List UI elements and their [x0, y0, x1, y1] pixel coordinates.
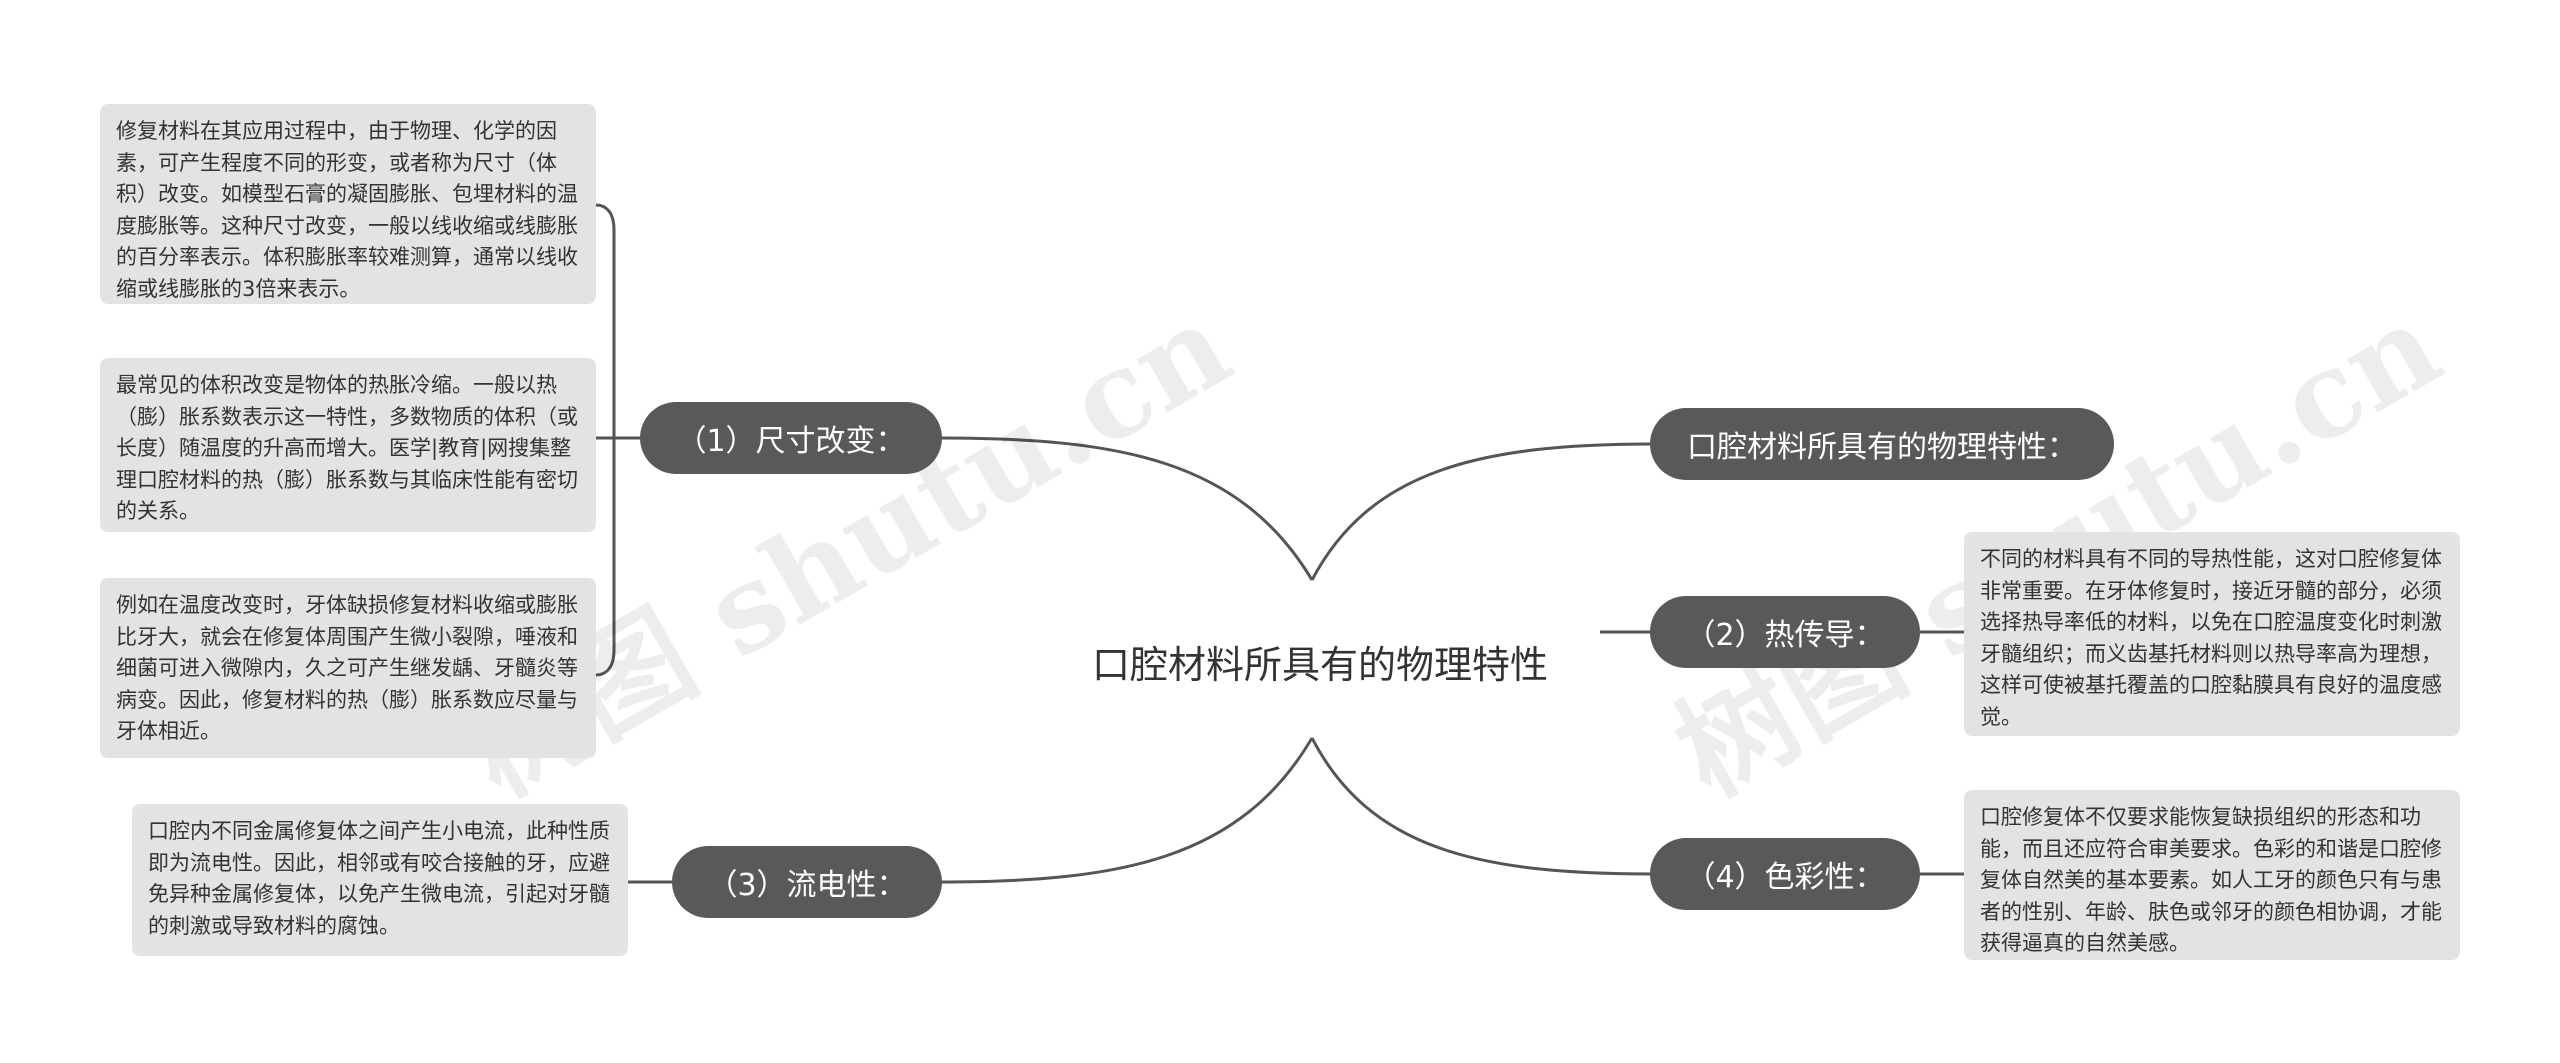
link-center-size [939, 436, 1314, 581]
branch-intro-label: 口腔材料所具有的物理特性： [1687, 430, 2077, 465]
branch-size-change-label: （1）尺寸改变： [676, 424, 906, 459]
note-heat-1[interactable]: 不同的材料具有不同的导热性能，这对口腔修复体非常重要。在牙体修复时，接近牙髓的部… [1964, 532, 2460, 736]
branch-galvanism-label: （3）流电性： [707, 868, 907, 903]
link-center-color [1310, 737, 1655, 876]
note-color-1[interactable]: 口腔修复体不仅要求能恢复缺损组织的形态和功能，而且还应符合审美要求。色彩的和谐是… [1964, 790, 2460, 960]
branch-heat-conduction-label: （2）热传导： [1685, 618, 1885, 653]
branch-size-change[interactable]: （1）尺寸改变： [640, 402, 942, 474]
link-center-intro [1310, 442, 1655, 581]
note-galvanism-1[interactable]: 口腔内不同金属修复体之间产生小电流，此种性质即为流电性。因此，相邻或有咬合接触的… [132, 804, 628, 956]
branch-intro[interactable]: 口腔材料所具有的物理特性： [1650, 408, 2114, 480]
branch-galvanism[interactable]: （3）流电性： [672, 846, 942, 918]
note-size-3[interactable]: 例如在温度改变时，牙体缺损修复材料收缩或膨胀比牙大，就会在修复体周围产生微小裂隙… [100, 578, 596, 758]
link-center-flow [939, 737, 1314, 884]
note-size-1[interactable]: 修复材料在其应用过程中，由于物理、化学的因素，可产生程度不同的形变，或者称为尺寸… [100, 104, 596, 304]
note-size-2[interactable]: 最常见的体积改变是物体的热胀冷缩。一般以热（膨）胀系数表示这一特性，多数物质的体… [100, 358, 596, 532]
branch-color[interactable]: （4）色彩性： [1650, 838, 1920, 910]
central-topic[interactable]: 口腔材料所具有的物理特性 [1040, 600, 1600, 730]
branch-color-label: （4）色彩性： [1685, 860, 1885, 895]
central-topic-label: 口腔材料所具有的物理特性 [1091, 643, 1548, 687]
link-size-bracket [595, 203, 640, 677]
branch-heat-conduction[interactable]: （2）热传导： [1650, 596, 1920, 668]
